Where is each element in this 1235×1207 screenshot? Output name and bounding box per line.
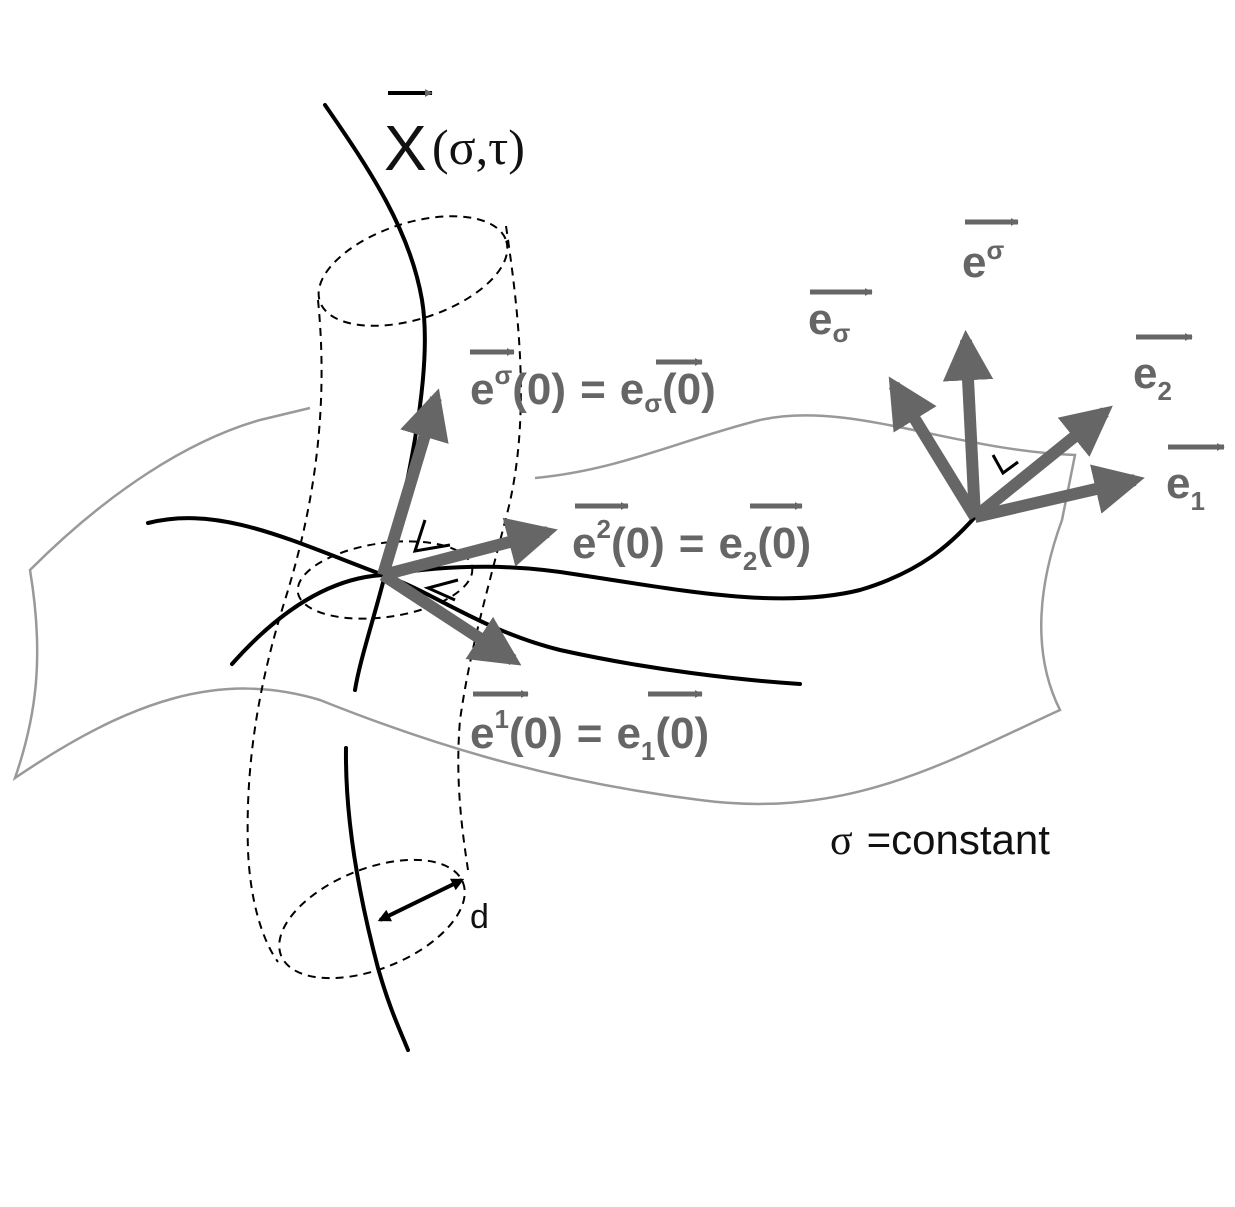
label-sigma-constant: σ =constant — [830, 816, 1050, 864]
label-e1-right: e1 — [1166, 459, 1205, 516]
right-angle-mark-right — [991, 454, 1019, 476]
label-e-sigma-lower: eσ — [808, 295, 850, 348]
tube — [246, 215, 522, 980]
label-e-sigma-zero — [470, 348, 703, 366]
label-x-sigma-tau: X (σ,τ) — [384, 89, 525, 184]
e-letter: e — [1133, 349, 1157, 398]
zero-arg: (0) — [512, 365, 566, 414]
label-e2-equation: e2(0)=e2(0) — [572, 514, 811, 576]
e-letter: e — [808, 295, 832, 344]
superscript-sigma: σ — [494, 360, 512, 390]
subscript-2: 2 — [743, 546, 757, 576]
e-letter: e — [616, 709, 640, 758]
e-letter: e — [718, 519, 742, 568]
curves — [146, 103, 977, 1052]
zero-arg: (0) — [655, 709, 709, 758]
e-sigma-upper-vector-right — [942, 329, 994, 518]
label-e-sigma-equation: eσ(0)=eσ(0) — [470, 360, 716, 418]
zero-arg: (0) — [757, 519, 811, 568]
superscript-1: 1 — [494, 704, 508, 734]
superscript-sigma: σ — [986, 235, 1004, 265]
basis-vectors-origin — [377, 388, 558, 666]
radius-arrow — [377, 878, 465, 922]
e2-vector-origin — [381, 517, 558, 581]
e-letter: e — [620, 365, 644, 414]
subscript-sigma: σ — [832, 318, 850, 348]
tube-top-ellipse — [317, 215, 509, 327]
curve-e2-direction — [146, 515, 977, 601]
x-symbol: X — [384, 112, 427, 184]
right-label-arrows — [810, 218, 1225, 451]
label-e1-equation: e1(0)=e1(0) — [470, 704, 709, 766]
e-letter: e — [470, 709, 494, 758]
x-arguments: (σ,τ) — [432, 119, 525, 175]
e2-vector-right — [971, 405, 1113, 522]
superscript-2: 2 — [596, 514, 610, 544]
string-worldline-lower — [343, 746, 410, 1052]
e-letter: e — [1166, 459, 1190, 508]
equals-sign: = — [577, 709, 603, 758]
sigma-constant-sheet — [12, 406, 1077, 806]
tube-right-wall — [457, 225, 522, 871]
e-sigma-vector-origin — [377, 388, 449, 577]
subscript-sigma: σ — [644, 388, 662, 418]
zero-arg: (0) — [662, 365, 716, 414]
right-angle-marks-origin — [412, 519, 459, 602]
zero-arg: (0) — [509, 709, 563, 758]
label-d: d — [470, 898, 489, 936]
label-e-sigma-upper: eσ — [962, 235, 1004, 287]
subscript-1: 1 — [1190, 486, 1204, 516]
e-letter: e — [962, 238, 986, 287]
basis-vectors-right — [888, 329, 1145, 523]
e-letter: e — [470, 365, 494, 414]
tube-bottom-ellipse — [278, 858, 466, 980]
curve-e1-direction — [230, 572, 802, 686]
equals-sign: = — [679, 519, 705, 568]
zero-arg: (0) — [611, 519, 665, 568]
equals-sign: = — [580, 365, 606, 414]
string-worldline-upper — [323, 103, 427, 692]
e1-vector-origin — [379, 569, 522, 666]
e-sigma-lower-vector-right — [888, 376, 981, 521]
subscript-2: 2 — [1157, 376, 1171, 406]
e1-vector-right — [973, 464, 1145, 523]
sigma-symbol: σ — [830, 818, 853, 864]
label-e2-right: e2 — [1133, 349, 1172, 406]
subscript-1: 1 — [641, 736, 655, 766]
tube-left-wall — [246, 299, 323, 963]
e-letter: e — [572, 519, 596, 568]
equals-constant-text: =constant — [867, 816, 1051, 863]
